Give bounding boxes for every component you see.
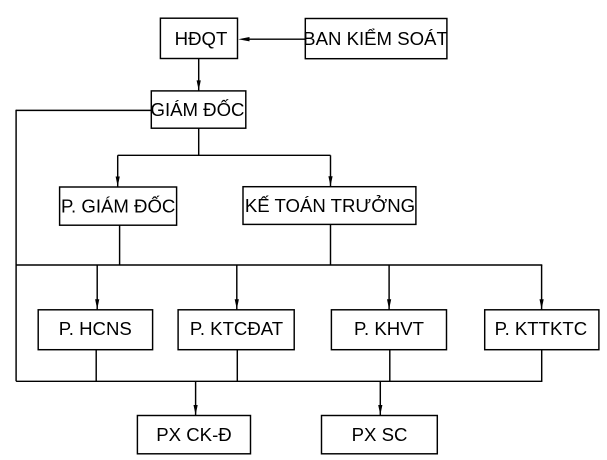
svg-text:BAN KIỂM SOÁT: BAN KIỂM SOÁT [303,28,448,49]
svg-text:P. HCNS: P. HCNS [59,318,132,339]
svg-text:HĐQT: HĐQT [175,28,228,49]
svg-text:P. KTTKTC: P. KTTKTC [495,318,588,339]
svg-text:PX CK-Đ: PX CK-Đ [156,424,231,445]
svg-text:P. KTCĐAT: P. KTCĐAT [190,318,283,339]
svg-text:P. KHVT: P. KHVT [354,318,424,339]
svg-text:KẾ TOÁN TRƯỞNG: KẾ TOÁN TRƯỞNG [245,195,415,216]
svg-text:PX SC: PX SC [352,424,408,445]
svg-text:P. GIÁM ĐỐC: P. GIÁM ĐỐC [61,196,175,217]
svg-text:GIÁM ĐỐC: GIÁM ĐỐC [150,99,244,120]
